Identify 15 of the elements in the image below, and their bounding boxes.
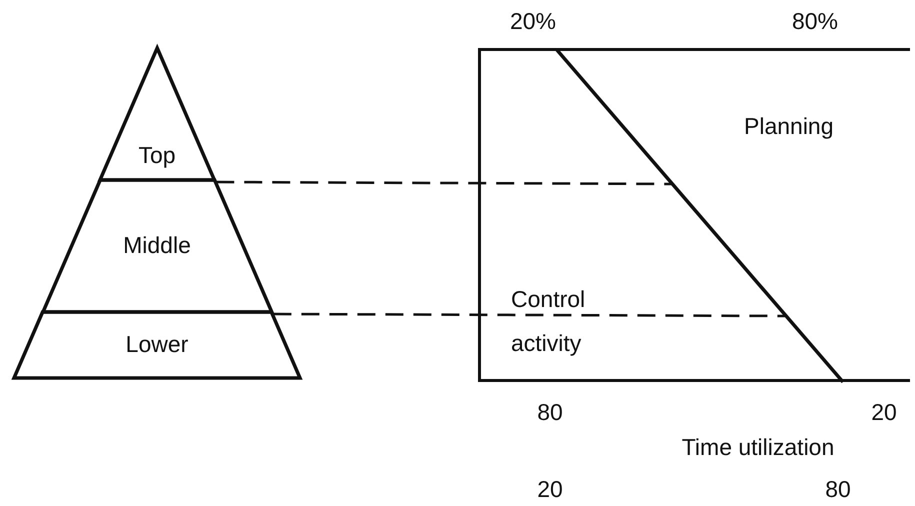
- region-label: Planning: [744, 113, 834, 141]
- scale-value: 80: [825, 476, 851, 504]
- percent-label: 80%: [792, 8, 838, 36]
- scale-value: 80: [537, 399, 563, 427]
- chart-box: [478, 48, 910, 382]
- level-label: Top: [137, 142, 177, 170]
- dashed-guide-line: [273, 312, 786, 318]
- level-label: Middle: [122, 232, 192, 260]
- level-label: Lower: [124, 331, 190, 359]
- scale-value: 20: [871, 399, 897, 427]
- dashed-guide-line: [216, 180, 672, 186]
- percent-label: 20%: [510, 8, 556, 36]
- region-label: Control activity: [511, 285, 586, 358]
- scale-value: 20: [537, 476, 563, 504]
- axis-title: Time utilization: [682, 434, 834, 462]
